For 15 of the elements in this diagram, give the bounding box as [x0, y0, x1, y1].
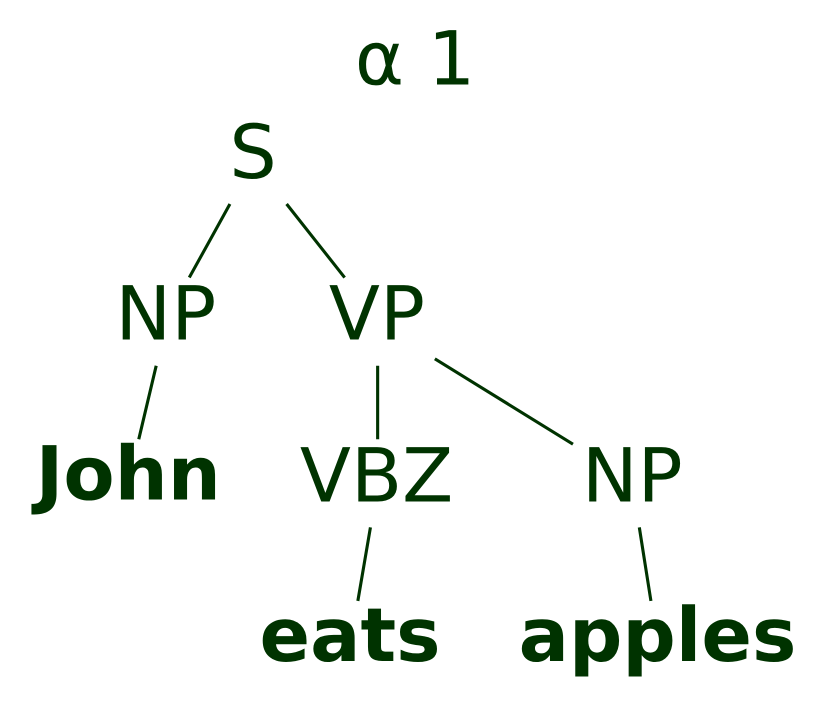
node-text: VP [328, 270, 425, 358]
node-text: NP [115, 270, 216, 358]
connector [356, 527, 372, 602]
node-text: S [229, 108, 277, 196]
connector [137, 365, 158, 440]
connector [188, 203, 232, 278]
connector [376, 366, 380, 440]
node-text: VBZ [300, 432, 454, 520]
node-text: eats [259, 592, 441, 679]
connector [638, 527, 652, 602]
connector [434, 358, 574, 446]
connector [285, 203, 346, 278]
node-text: apples [518, 592, 796, 679]
node-text: NP [582, 432, 683, 520]
diagram-title: α 1 [354, 16, 476, 103]
